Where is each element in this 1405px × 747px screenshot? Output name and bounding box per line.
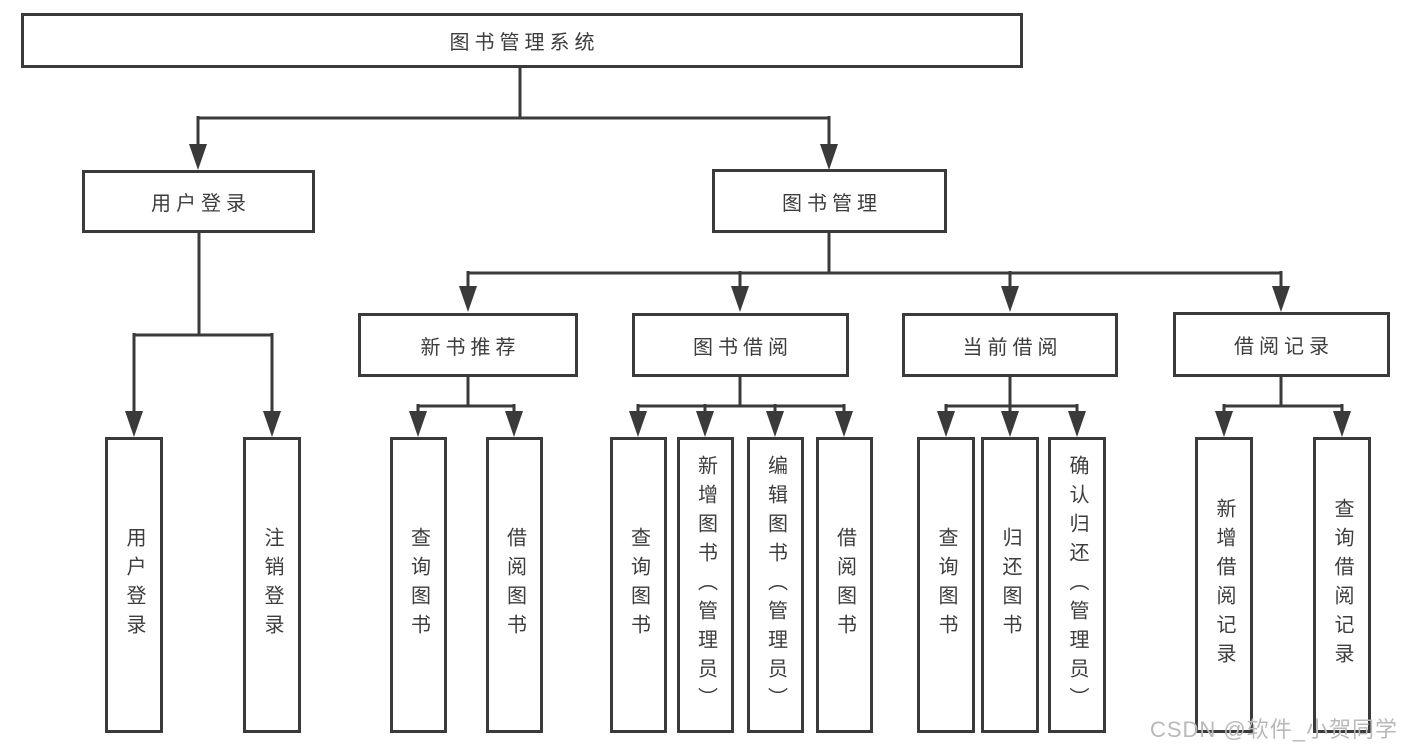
leaf-confirm-return-admin: 确认归还（管理员） <box>1048 437 1106 733</box>
leaf-query-books-recommend: 查询图书 <box>390 437 447 733</box>
node-root-system: 图书管理系统 <box>21 13 1023 68</box>
leaf-edit-book-admin: 编辑图书（管理员） <box>747 437 804 733</box>
connector-new-book-branch <box>409 377 523 437</box>
connector-current-borrow-branch <box>937 377 1086 437</box>
leaf-add-borrow-record: 新增借阅记录 <box>1195 437 1253 733</box>
node-new-book-recommend: 新书推荐 <box>358 313 578 377</box>
leaf-query-books-borrow: 查询图书 <box>610 437 667 733</box>
leaf-return-book: 归还图书 <box>981 437 1039 733</box>
node-book-management: 图书管理 <box>712 169 947 233</box>
connector-root-to-level2 <box>189 68 838 170</box>
leaf-query-borrow-record: 查询借阅记录 <box>1313 437 1371 733</box>
leaf-logout: 注销登录 <box>243 437 301 733</box>
leaf-borrow-books-borrow: 借阅图书 <box>816 437 873 733</box>
connector-borrow-records-branch <box>1215 377 1351 437</box>
leaf-user-login: 用户登录 <box>105 437 163 733</box>
connector-book-borrow-branch <box>629 377 853 437</box>
connector-book-management-branch <box>459 233 1290 312</box>
node-borrow-records: 借阅记录 <box>1173 312 1390 377</box>
leaf-add-book-admin: 新增图书（管理员） <box>677 437 734 733</box>
leaf-query-books-current: 查询图书 <box>917 437 975 733</box>
node-current-borrow: 当前借阅 <box>902 313 1118 377</box>
node-user-login: 用户登录 <box>82 170 315 233</box>
connector-user-login-branch <box>125 233 281 437</box>
leaf-borrow-books-recommend: 借阅图书 <box>486 437 543 733</box>
node-book-borrow: 图书借阅 <box>632 313 849 377</box>
